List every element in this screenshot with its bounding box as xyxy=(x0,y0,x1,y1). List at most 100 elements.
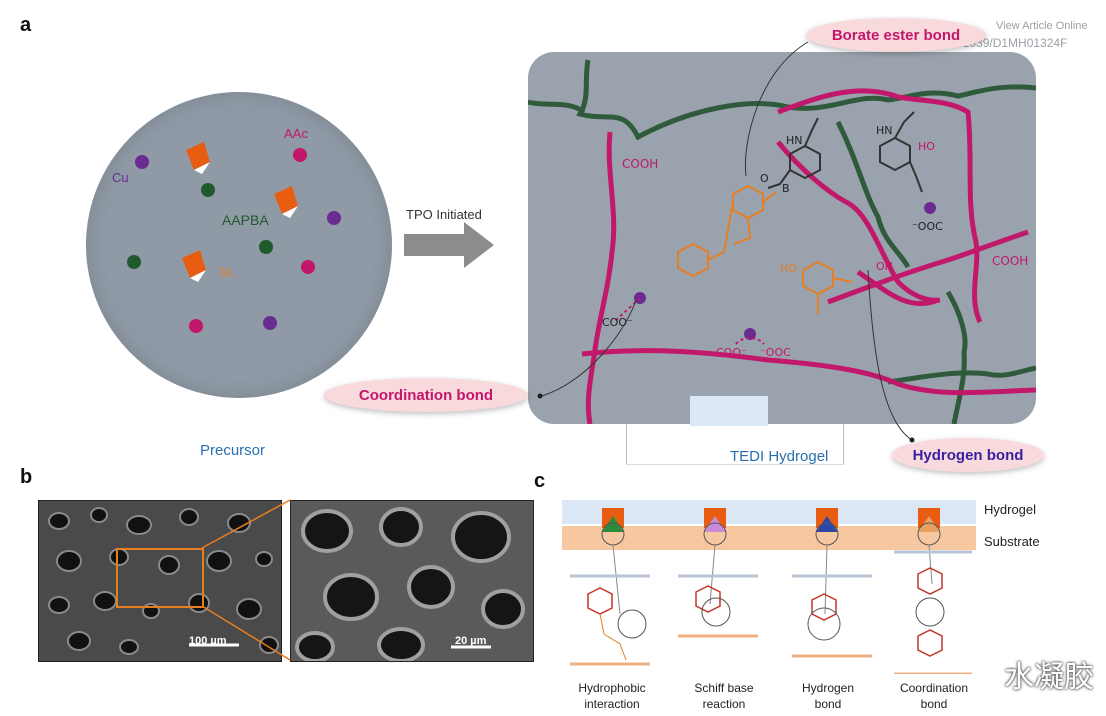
aac-ball xyxy=(189,319,203,333)
caption-line: bond xyxy=(814,697,842,711)
caption-coordination: Coordination bond xyxy=(880,680,988,712)
hydrogel-layer xyxy=(562,500,976,524)
cu-ion-ball xyxy=(924,202,936,214)
hydrogel-bracket xyxy=(626,424,844,465)
panel-label-c: c xyxy=(534,470,546,492)
polymer-network xyxy=(528,59,1036,424)
cu-ion-ball xyxy=(135,155,149,169)
panel-label-b: b xyxy=(20,466,33,488)
caption-line: Hydrogen xyxy=(801,681,855,695)
caption-line: Hydrophobic xyxy=(578,681,646,695)
green-chain xyxy=(835,120,911,269)
caption-line: bond xyxy=(920,697,948,711)
coordination-bond-oval: Coordination bond xyxy=(324,378,528,412)
green-chain xyxy=(787,84,1036,111)
caption-line: Coordination xyxy=(899,681,969,695)
leader-dot xyxy=(909,437,915,443)
precursor-circle xyxy=(86,92,392,398)
ta-molecule xyxy=(186,142,210,174)
cu-ion-ball xyxy=(327,211,341,225)
caption-line: reaction xyxy=(702,697,746,711)
ho-top-label: HO xyxy=(918,140,935,153)
caption-schiff: Schiff base reaction xyxy=(672,680,776,712)
leader-line xyxy=(541,299,637,397)
coo-label-mid1: COO⁻ xyxy=(716,346,747,359)
hydrogel-title: TEDI Hydrogel xyxy=(730,448,829,465)
arrow-label: TPO Initiated xyxy=(406,207,482,222)
o-label: O xyxy=(760,172,769,185)
hydrogen-bond-oval: Hydrogen bond xyxy=(892,438,1044,472)
interface-marker-schiff xyxy=(703,508,727,546)
schematic-schiff xyxy=(678,574,758,638)
green-chain xyxy=(945,290,968,424)
zoom-region-box xyxy=(116,548,204,608)
pink-chain xyxy=(856,269,939,307)
substrate-layer xyxy=(562,526,976,550)
ooc-label-right: ⁻OOC xyxy=(912,220,943,233)
oh-label: OH xyxy=(876,260,893,273)
pink-chain xyxy=(776,140,941,303)
panel-label-a: a xyxy=(20,14,32,36)
borate-ester-oval: Borate ester bond xyxy=(806,18,986,52)
caption-line: interaction xyxy=(584,697,640,711)
scale-bar-20: 20 µm xyxy=(455,635,487,647)
process-arrow xyxy=(404,222,494,268)
hn-label-left: HN xyxy=(786,134,803,147)
hydrogel-layer-label: Hydrogel xyxy=(984,502,1037,517)
hydrogel-tab xyxy=(690,396,768,426)
aac-label: AAc xyxy=(284,126,308,141)
schematic-hydrogen xyxy=(792,574,872,658)
aapba-ball xyxy=(259,240,273,254)
cooh-label-left: COOH xyxy=(622,157,659,171)
pink-chain xyxy=(827,229,1029,305)
leader-line xyxy=(744,41,809,177)
cooh-label-right: COOH xyxy=(992,254,1029,268)
b-label: B xyxy=(782,182,790,195)
interface-marker-coordination xyxy=(917,508,941,546)
cu-ion-ball xyxy=(263,316,277,330)
aac-ball xyxy=(301,260,315,274)
pink-chain xyxy=(585,131,617,424)
view-article-link[interactable]: View Article Online xyxy=(996,20,1088,32)
ta-label: TA xyxy=(218,266,233,280)
interface-marker-hydrogen xyxy=(815,508,839,546)
green-chain xyxy=(576,59,789,141)
substrate-layer-label: Substrate xyxy=(984,534,1040,549)
zoom-connector-lines xyxy=(201,499,291,661)
watermark: 水凝胶 xyxy=(1004,660,1094,695)
aapba-label: AAPBA xyxy=(222,212,269,228)
ta-molecule xyxy=(182,250,206,282)
green-chain xyxy=(887,365,1036,385)
hn-label-right: HN xyxy=(876,124,893,137)
coo-label-left: COO⁻ xyxy=(602,316,633,329)
coordination-dash xyxy=(735,337,765,345)
phenylboronic-structure xyxy=(767,111,923,193)
aapba-ball xyxy=(201,183,215,197)
caption-line: Schiff base xyxy=(694,681,754,695)
pink-chain xyxy=(581,348,1036,396)
caption-hydrogen: Hydrogen bond xyxy=(776,680,880,712)
precursor-label: Precursor xyxy=(200,442,266,459)
ho-label: HO xyxy=(780,262,797,275)
scale-bar-100: 100 µm xyxy=(189,635,227,647)
leader-dot xyxy=(537,393,543,399)
leader-line xyxy=(867,269,913,441)
ta-structure xyxy=(677,184,853,314)
ta-molecule xyxy=(274,186,298,218)
cu-ion-ball xyxy=(744,328,756,340)
cu-label: Cu xyxy=(112,170,129,185)
interface-marker-hydrophobic xyxy=(601,508,625,546)
coo-label-mid2: ⁻OOC xyxy=(760,346,791,359)
schematic-hydrophobic xyxy=(570,574,650,666)
caption-hydrophobic: Hydrophobic interaction xyxy=(560,680,664,712)
sem-image-high-mag: 20 µm xyxy=(290,500,534,662)
aac-ball xyxy=(293,148,307,162)
sem-image-low-mag: 100 µm xyxy=(38,500,282,662)
adhesion-mechanisms xyxy=(570,508,972,674)
green-chain xyxy=(528,99,586,115)
aapba-ball xyxy=(127,255,141,269)
precursor-molecules xyxy=(127,142,341,333)
pink-chain xyxy=(777,88,983,324)
schematic-coordination xyxy=(894,550,972,674)
